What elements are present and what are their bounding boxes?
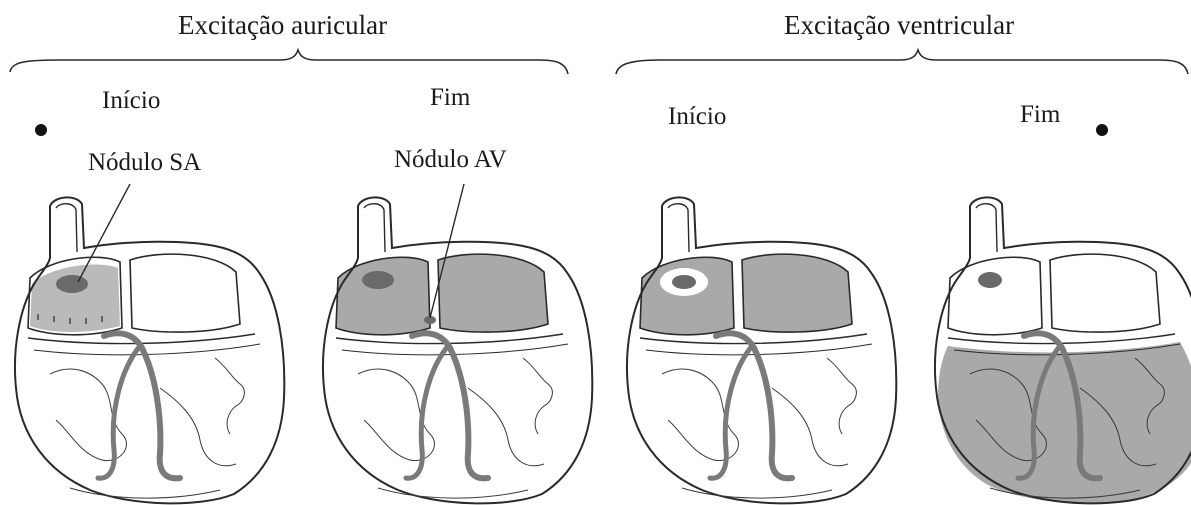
heart-panel-3 [627, 197, 896, 503]
sa-node [56, 275, 88, 293]
ventricular-group-brace [616, 50, 1188, 74]
heart-panel-1 [15, 197, 284, 503]
heart-panel-4 [935, 197, 1191, 503]
heart-panel-2 [323, 197, 592, 503]
atrial-group-brace [10, 50, 568, 74]
sa-node-2 [362, 271, 394, 289]
